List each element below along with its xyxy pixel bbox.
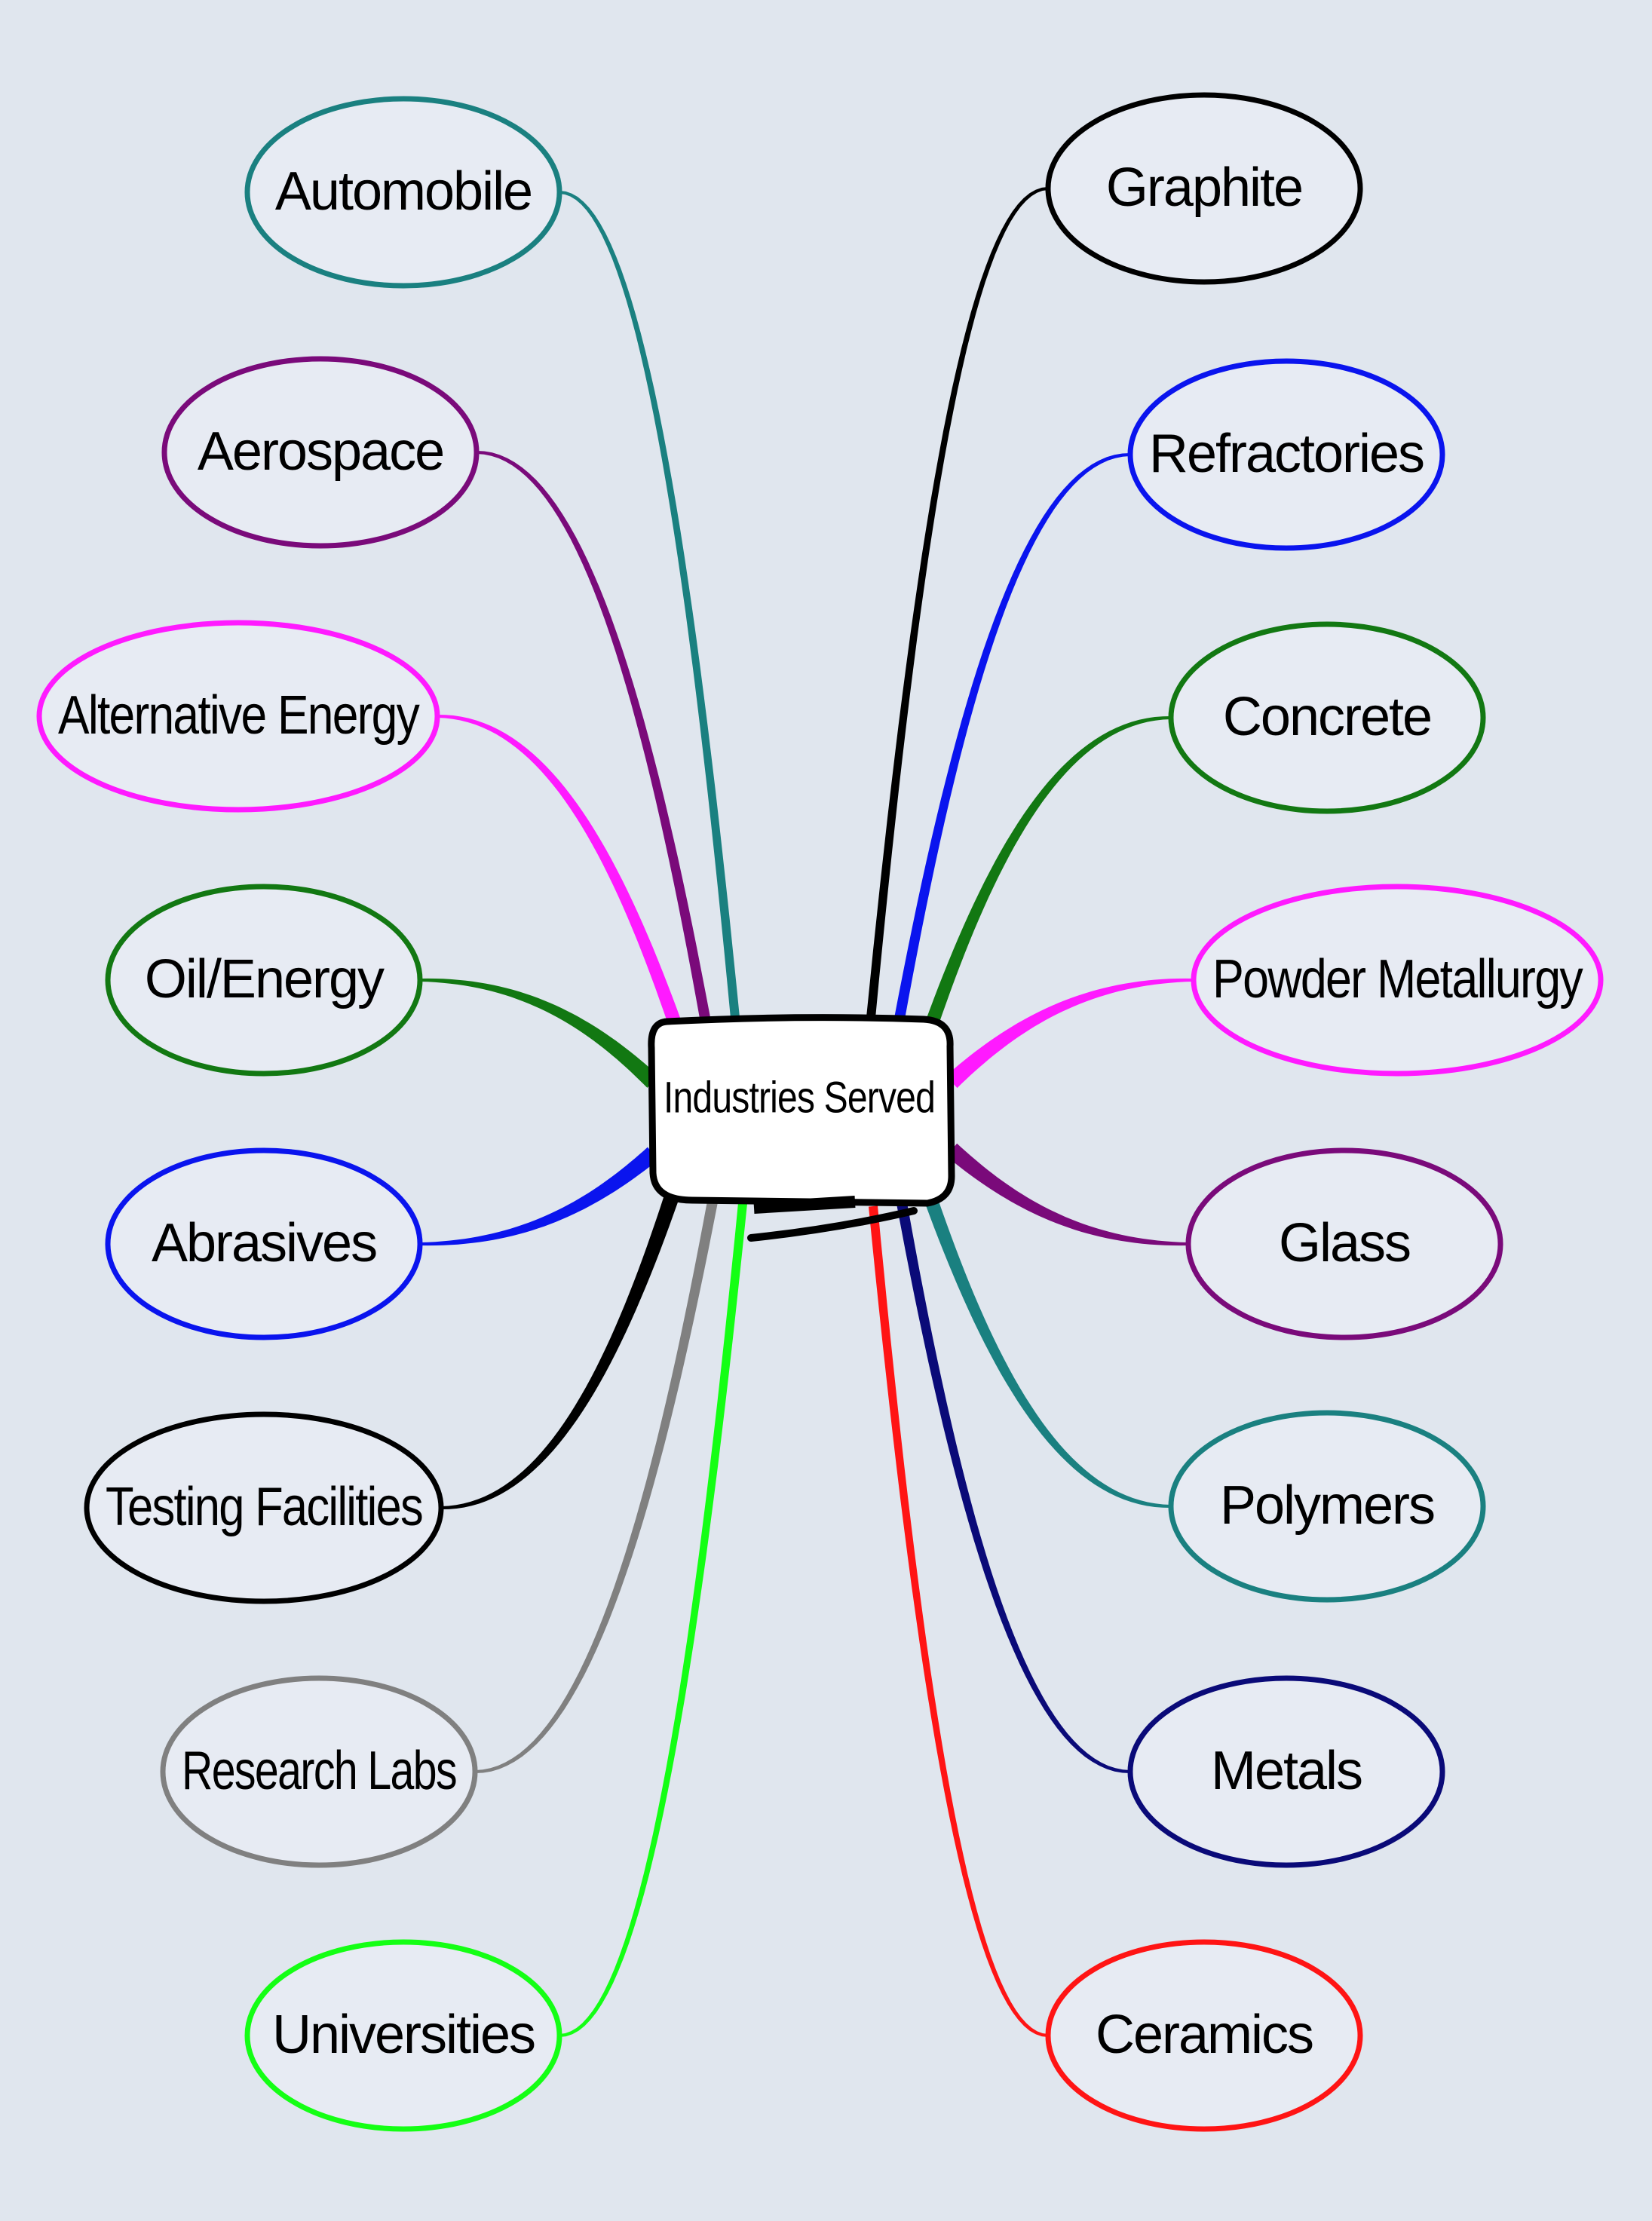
- node-ellipse-concrete: [1168, 621, 1486, 814]
- node-oil-energy: Oil/Energy: [105, 884, 423, 1077]
- node-ellipse-universities: [244, 1939, 562, 2132]
- node-label-testing-facilities: Testing Facilities: [106, 1477, 422, 1537]
- node-label-ceramics: Ceramics: [1096, 2005, 1313, 2065]
- connector-universities: [559, 1202, 747, 2037]
- node-ellipse-metals: [1127, 1675, 1445, 1868]
- connector-abrasives: [420, 1147, 659, 1246]
- center-node: Industries Served: [648, 1014, 955, 1242]
- node-refractories: Refractories: [1127, 358, 1445, 551]
- connector-polymers: [924, 1198, 1171, 1508]
- connectors: [420, 187, 1194, 2037]
- node-ellipse-oil-energy: [105, 884, 423, 1077]
- center-box-underline: [753, 1196, 856, 1214]
- center-label: Industries Served: [664, 1073, 935, 1122]
- node-label-aerospace: Aerospace: [198, 421, 443, 482]
- node-ellipse-glass: [1185, 1147, 1503, 1340]
- connector-automobile: [559, 191, 740, 1019]
- node-label-alternative-energy: Alternative Energy: [58, 685, 420, 746]
- connector-testing-facilities: [441, 1196, 679, 1509]
- node-ellipse-ceramics: [1045, 1939, 1363, 2132]
- node-label-automobile: Automobile: [275, 161, 532, 222]
- connector-oil-energy: [420, 978, 659, 1088]
- node-ellipse-graphite: [1045, 92, 1363, 285]
- node-label-powder-metallurgy: Powder Metallurgy: [1212, 949, 1583, 1009]
- node-glass: Glass: [1185, 1147, 1503, 1340]
- node-aerospace: Aerospace: [161, 356, 480, 549]
- node-ellipse-powder-metallurgy: [1191, 884, 1604, 1077]
- node-universities: Universities: [244, 1939, 562, 2132]
- node-ellipse-polymers: [1168, 1410, 1486, 1603]
- node-ceramics: Ceramics: [1045, 1939, 1363, 2132]
- node-abrasives: Abrasives: [105, 1147, 423, 1340]
- center-box: [648, 1014, 955, 1207]
- node-polymers: Polymers: [1168, 1410, 1486, 1603]
- connector-glass: [946, 1143, 1188, 1246]
- node-graphite: Graphite: [1045, 92, 1363, 285]
- node-powder-metallurgy: Powder Metallurgy: [1191, 884, 1604, 1077]
- node-label-graphite: Graphite: [1106, 158, 1302, 218]
- connector-powder-metallurgy: [946, 978, 1194, 1089]
- node-ellipse-aerospace: [161, 356, 480, 549]
- node-ellipse-alternative-energy: [36, 620, 440, 813]
- node-ellipse-refractories: [1127, 358, 1445, 551]
- node-label-refractories: Refractories: [1149, 424, 1424, 484]
- center-box-shadow: [747, 1207, 918, 1242]
- node-concrete: Concrete: [1168, 621, 1486, 814]
- node-research-labs: Research Labs: [160, 1675, 478, 1868]
- node-label-oil-energy: Oil/Energy: [145, 949, 385, 1009]
- node-label-universities: Universities: [272, 2005, 535, 2065]
- node-label-metals: Metals: [1211, 1741, 1362, 1801]
- node-label-abrasives: Abrasives: [152, 1213, 376, 1273]
- node-ellipse-automobile: [244, 96, 562, 289]
- node-ellipse-abrasives: [105, 1147, 423, 1340]
- connector-concrete: [924, 716, 1171, 1028]
- node-label-research-labs: Research Labs: [182, 1741, 456, 1801]
- node-automobile: Automobile: [244, 96, 562, 289]
- connector-ceramics: [869, 1205, 1048, 2037]
- node-metals: Metals: [1127, 1675, 1445, 1868]
- connector-alternative-energy: [437, 715, 682, 1025]
- connector-graphite: [866, 187, 1048, 1019]
- node-label-concrete: Concrete: [1223, 687, 1431, 747]
- node-ellipse-testing-facilities: [84, 1411, 444, 1604]
- node-label-glass: Glass: [1279, 1213, 1410, 1273]
- node-ellipse-research-labs: [160, 1675, 478, 1868]
- node-label-polymers: Polymers: [1220, 1475, 1434, 1536]
- node-testing-facilities: Testing Facilities: [84, 1411, 444, 1604]
- node-alternative-energy: Alternative Energy: [36, 620, 440, 813]
